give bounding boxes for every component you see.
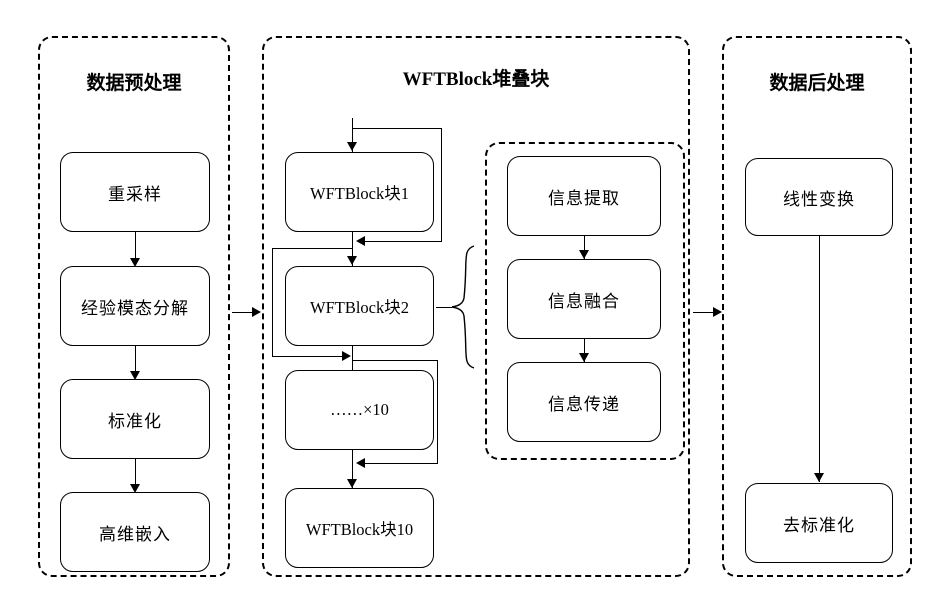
node-wftblock-10: WFTBlock块10 xyxy=(285,488,434,568)
connector-entry-to-block1 xyxy=(352,118,353,152)
connector-stack-to-postprocess xyxy=(693,312,715,313)
brace-block2-to-detail xyxy=(451,245,475,369)
connector-standardization-to-embedding xyxy=(135,459,136,491)
node-empirical-mode-decomposition: 经验模态分解 xyxy=(60,266,210,346)
skip3-right-segment xyxy=(437,360,438,463)
node-information-transfer: 信息传递 xyxy=(507,362,661,442)
panel-data-preprocessing xyxy=(38,36,230,577)
connector-repeat-to-block10 xyxy=(352,450,353,488)
arrowhead-skip2-merge xyxy=(342,351,351,361)
arrowhead-standardization-to-embedding xyxy=(130,484,140,493)
skip3-bottom-segment xyxy=(362,463,438,464)
connector-block1-to-block2 xyxy=(352,232,353,266)
panel-wftblock-stack xyxy=(262,36,690,577)
connector-emd-to-standardization xyxy=(135,346,136,378)
connector-linear-to-destandardization xyxy=(819,236,820,482)
node-wftblock-1: WFTBlock块1 xyxy=(285,152,434,232)
arrowhead-block1-to-block2 xyxy=(347,256,357,265)
node-information-extraction: 信息提取 xyxy=(507,156,661,236)
skip1-right-segment xyxy=(441,128,442,241)
skip1-bottom-segment xyxy=(362,241,442,242)
node-high-dimensional-embedding: 高维嵌入 xyxy=(60,492,210,572)
panel-data-postprocessing xyxy=(722,36,912,577)
node-repeat-x10: ……×10 xyxy=(285,370,434,450)
panel-title-data-postprocessing: 数据后处理 xyxy=(769,73,865,94)
arrowhead-repeat-to-block10 xyxy=(347,479,357,488)
arrowhead-skip1-merge xyxy=(356,236,365,246)
arrowhead-entry-to-block1 xyxy=(347,142,357,151)
arrowhead-fusion-to-transfer xyxy=(579,353,589,362)
node-information-fusion: 信息融合 xyxy=(507,259,661,339)
arrowhead-skip3-merge xyxy=(356,458,365,468)
connector-preprocess-to-stack xyxy=(232,312,254,313)
arrowhead-resampling-to-emd xyxy=(130,258,140,267)
node-wftblock-2: WFTBlock块2 xyxy=(285,266,434,346)
skip3-top-segment xyxy=(352,360,438,361)
connector-resampling-to-emd xyxy=(135,232,136,265)
brace-stem-line xyxy=(436,307,452,308)
node-linear-transformation: 线性变换 xyxy=(745,158,893,236)
connector-extraction-to-fusion xyxy=(584,236,585,259)
connector-block2-to-repeat xyxy=(352,346,353,380)
connector-fusion-to-transfer xyxy=(584,339,585,362)
node-de-standardization: 去标准化 xyxy=(745,483,893,563)
skip1-top-segment xyxy=(352,128,442,129)
panel-wftblock-detail xyxy=(485,142,685,460)
panel-title-data-preprocessing: 数据预处理 xyxy=(86,73,182,94)
arrowhead-preprocess-to-stack xyxy=(252,307,261,317)
panel-title-wftblock-stack: WFTBlock堆叠块 xyxy=(402,69,550,90)
arrowhead-stack-to-postprocess xyxy=(713,307,722,317)
node-standardization: 标准化 xyxy=(60,379,210,459)
arrowhead-linear-to-destandardization xyxy=(814,473,824,482)
skip2-bottom-segment xyxy=(272,356,344,357)
skip2-top-segment xyxy=(272,248,353,249)
node-resampling: 重采样 xyxy=(60,152,210,232)
arrowhead-emd-to-standardization xyxy=(130,371,140,380)
arrowhead-extraction-to-fusion xyxy=(579,250,589,259)
skip2-left-segment xyxy=(272,248,273,356)
